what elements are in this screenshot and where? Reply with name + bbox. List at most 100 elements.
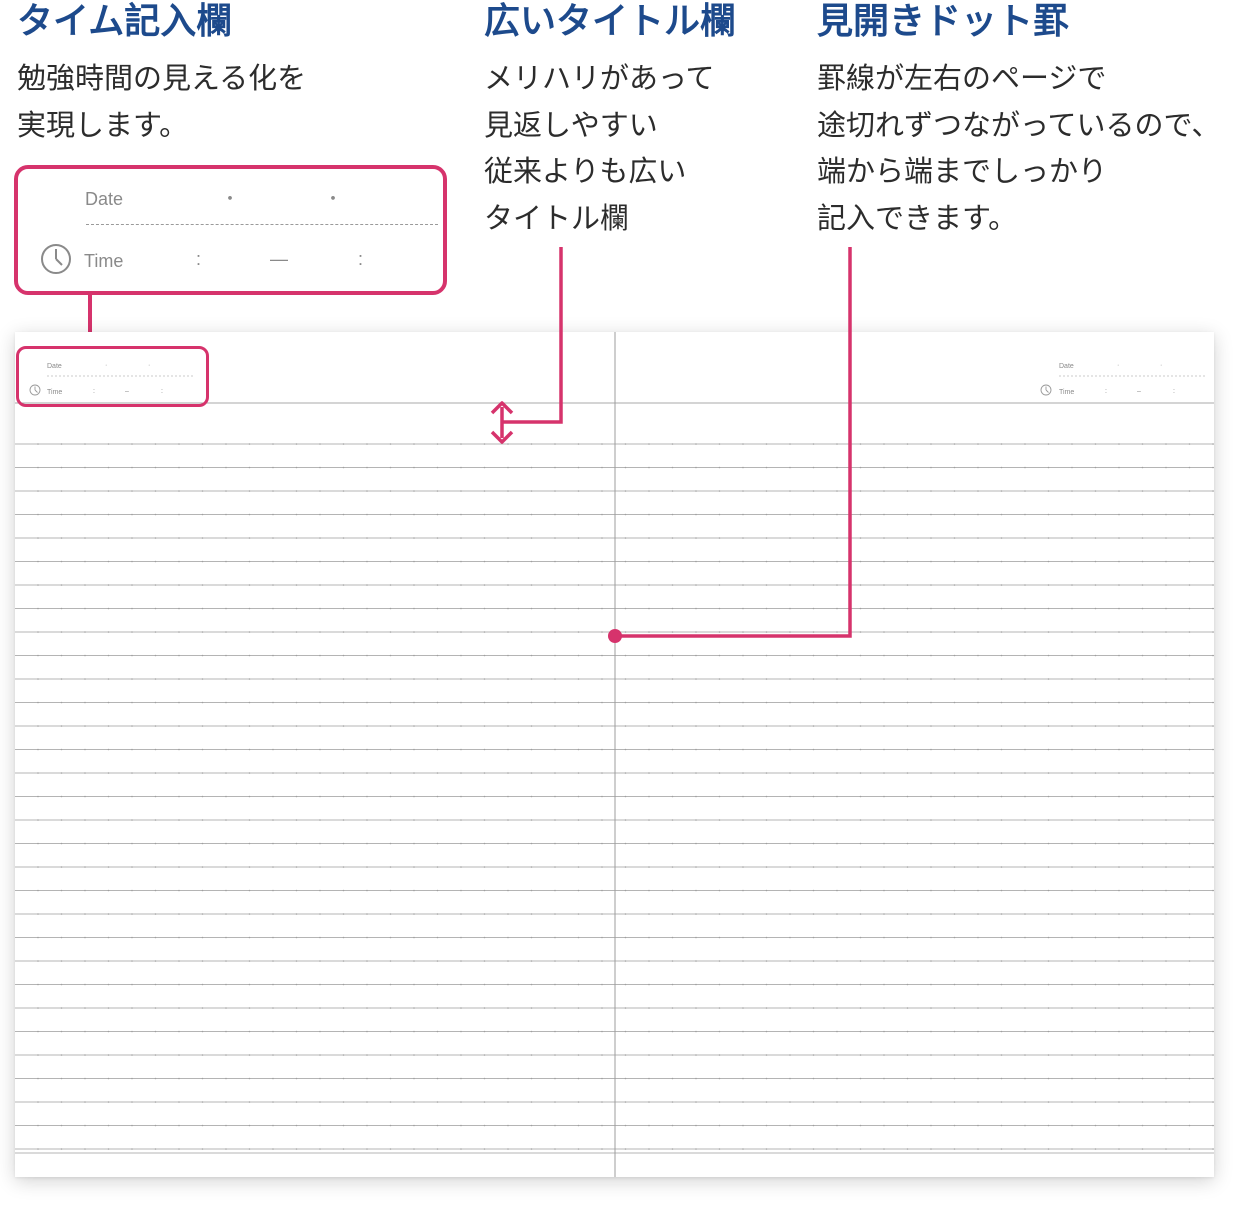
- rule-dot: [671, 819, 674, 821]
- rule-dot: [483, 913, 486, 915]
- rule-dot: [554, 913, 556, 915]
- rule-dot: [178, 725, 180, 727]
- rule-dot: [507, 607, 509, 610]
- rule-dot: [319, 772, 321, 774]
- rule-dot: [413, 1030, 415, 1033]
- rule-dot: [1094, 631, 1097, 633]
- rule-dot: [1094, 983, 1097, 986]
- rule-dot: [436, 725, 439, 727]
- rule-dot: [906, 866, 909, 868]
- rule-dot: [906, 654, 909, 657]
- rule-dot: [883, 1101, 885, 1103]
- rule-dot: [295, 842, 298, 845]
- rule-dot: [201, 466, 204, 469]
- rule-dot: [436, 772, 439, 774]
- rule-dot: [1047, 607, 1050, 610]
- notebook-spread: Date · · Time : – : Date · · Time : – :: [15, 332, 1214, 1177]
- rule-dot: [1024, 936, 1026, 939]
- rule-dot: [84, 866, 86, 868]
- rule-dot: [1118, 654, 1120, 657]
- rule-dot: [1212, 560, 1214, 563]
- rule-dot: [1118, 466, 1120, 469]
- rule-dot: [789, 1077, 791, 1080]
- rule-dot: [1141, 1101, 1144, 1103]
- rule-dot: [37, 795, 39, 798]
- rule-dot: [953, 513, 956, 516]
- rule-dot: [37, 748, 39, 751]
- rule-dot: [883, 866, 885, 868]
- rule-dot: [460, 772, 462, 774]
- rule-dot: [977, 748, 979, 751]
- rule-dot: [60, 866, 63, 868]
- rule-dot: [366, 772, 368, 774]
- rule-dot: [789, 537, 791, 539]
- rule-dot: [366, 678, 368, 680]
- rule-dot: [1118, 537, 1120, 539]
- rule-dot: [295, 1077, 298, 1080]
- rule-dot: [319, 701, 321, 704]
- rule-dot: [366, 725, 368, 727]
- rule-dot: [107, 1148, 110, 1150]
- rule-dot: [859, 1054, 862, 1056]
- rule-dot: [107, 960, 110, 962]
- rule-dot: [671, 866, 674, 868]
- rule-dot: [883, 983, 885, 986]
- rule-dot: [178, 607, 180, 610]
- rule-dot: [977, 654, 979, 657]
- feature-title-time-entry: タイム記入欄: [17, 1, 233, 42]
- rule-dot: [225, 701, 227, 704]
- rule-dot: [1165, 1030, 1167, 1033]
- rule-dot: [624, 1007, 627, 1009]
- rule-dot: [460, 889, 462, 892]
- rule-dot: [1141, 842, 1144, 845]
- rule-dot: [789, 772, 791, 774]
- rule-dot: [718, 1124, 721, 1127]
- rule-dot: [272, 866, 274, 868]
- rule-dot: [131, 842, 133, 845]
- rule-dot: [225, 560, 227, 563]
- rule-dot: [554, 983, 556, 986]
- rule-dot: [272, 678, 274, 680]
- rule-dot: [131, 983, 133, 986]
- rule-dot: [107, 537, 110, 539]
- rule-dot: [319, 654, 321, 657]
- rule-dot: [507, 513, 509, 516]
- rule-dot: [718, 936, 721, 939]
- rule-dot: [742, 1148, 744, 1150]
- rule-dot: [319, 513, 321, 516]
- rule-dot: [436, 654, 439, 657]
- rule-dot: [742, 678, 744, 680]
- rule-dot: [272, 466, 274, 469]
- rule-dot: [554, 1124, 556, 1127]
- rule-dot: [1094, 678, 1097, 680]
- rule-dot: [953, 560, 956, 563]
- rule-dot: [389, 842, 392, 845]
- rule-dot: [1165, 1101, 1167, 1103]
- rule-dot: [812, 537, 815, 539]
- rule-dot: [507, 1124, 509, 1127]
- time-entry-callout: Date ・ ・ Time : — :: [14, 165, 447, 295]
- rule-dot: [1165, 1077, 1167, 1080]
- rule-dot: [483, 584, 486, 586]
- rule-dot: [272, 795, 274, 798]
- rule-dot: [460, 1124, 462, 1127]
- rule-dot: [154, 631, 157, 633]
- rule-dot: [37, 1030, 39, 1033]
- rule-dot: [977, 795, 979, 798]
- rule-dot: [225, 1054, 227, 1056]
- rule-dot: [1071, 866, 1073, 868]
- rule-dot: [1188, 983, 1191, 986]
- rule-dot: [37, 607, 39, 610]
- rule-dot: [436, 443, 439, 445]
- rule-dot: [883, 960, 885, 962]
- rule-dot: [201, 936, 204, 939]
- rule-dot: [624, 960, 627, 962]
- rule-dot: [577, 1007, 580, 1009]
- rule-dot: [671, 1101, 674, 1103]
- rule-dot: [1165, 866, 1167, 868]
- rule-dot: [178, 490, 180, 492]
- rule-dot: [84, 1124, 86, 1127]
- rule-dot: [389, 584, 392, 586]
- rule-dot: [624, 889, 627, 892]
- rule-dot: [624, 772, 627, 774]
